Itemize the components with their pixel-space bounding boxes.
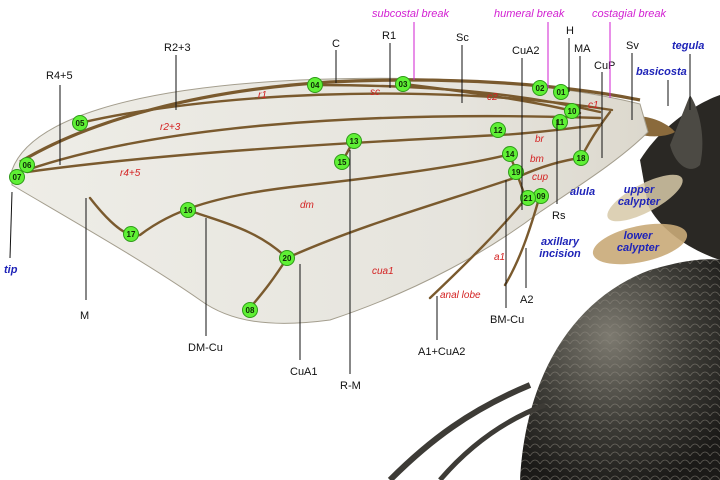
cell-label-r1: r1 [258,90,267,101]
vein-node-10: 10 [564,103,580,119]
cell-label-sc: sc [370,87,380,98]
vein-label-cup: CuP [594,60,616,72]
vein-label-r45: R4+5 [46,70,73,82]
cell-label-c1: c1 [588,100,599,111]
vein-label-cua2: CuA2 [512,45,540,57]
cell-label-bm: bm [530,154,544,165]
vein-node-14: 14 [502,146,518,162]
upper-calypter-shape [607,174,683,222]
break-label-costagial: costagial break [592,8,666,20]
vein-label-cua1: CuA1 [290,366,318,378]
vein-label-a1cua2: A1+CuA2 [418,346,466,358]
vein-node-11: 11 [552,114,568,130]
vein-label-h: H [566,25,574,37]
lower-calypter-shape [592,223,688,265]
wing-membrane [11,77,649,324]
cell-label-r45: r4+5 [120,168,141,179]
vein-label-bmcu: BM-Cu [490,314,525,326]
break-label-humeral: humeral break [494,8,565,20]
vein-label-rm: R-M [340,380,361,392]
cell-label-anal-lobe: anal lobe [440,290,481,301]
vein-label-ma: MA [574,43,591,55]
vein-node-05: 05 [72,115,88,131]
cell-label-cup: cup [532,172,549,183]
part-label-axillary-incision: axillary incision [539,236,581,260]
part-label-alula: alula [570,186,596,198]
vein-label-c: C [332,38,340,50]
vein-node-21: 21 [520,190,536,206]
vein-label-a2: A2 [520,294,534,306]
vein-node-15: 15 [334,154,350,170]
cell-label-cua1: cua1 [372,266,394,277]
part-label-tegula: tegula [672,40,705,52]
vein-node-12: 12 [490,122,506,138]
part-label-upper-calypter: upper calypter [617,184,661,208]
vein-node-08: 08 [242,302,258,318]
vein-node-18: 18 [573,150,589,166]
vein-label-m: M [80,310,90,322]
cell-label-br: br [535,134,544,145]
vein-label-r23: R2+3 [164,42,191,54]
cell-label-r23: r2+3 [160,122,181,133]
vein-node-03: 03 [395,76,411,92]
break-label-subcostal: subcostal break [372,8,450,20]
vein-node-17: 17 [123,226,139,242]
vein-node-13: 13 [346,133,362,149]
vein-node-20: 20 [279,250,295,266]
vein-label-dmcu: DM-Cu [188,342,223,354]
part-label-tip: tip [4,264,18,276]
vein-label-r1: R1 [382,30,397,42]
vein-node-01: 01 [553,84,569,100]
vein-node-02: 02 [532,80,548,96]
vein-label-rs: Rs [552,210,566,222]
part-label-basicosta: basicosta [636,66,687,78]
vein-node-07: 07 [9,169,25,185]
vein-node-04: 04 [307,77,323,93]
cell-label-c2: c2 [487,92,498,103]
vein-node-16: 16 [180,202,196,218]
fly-body [387,95,720,480]
vein-label-sv: Sv [626,40,639,52]
cell-label-dm: dm [300,200,314,211]
vein-node-06: 06 [19,157,35,173]
cell-label-a1: a1 [494,252,506,263]
vein-label-sc: Sc [456,32,469,44]
part-label-lower-calypter: lower calypter [616,230,660,254]
vein-node-19: 19 [508,164,524,180]
